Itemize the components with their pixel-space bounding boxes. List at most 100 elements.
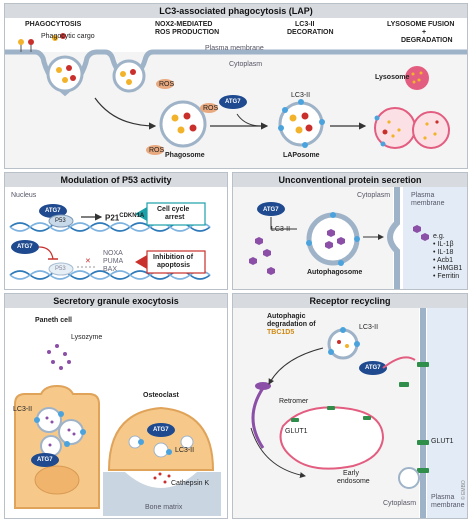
lc3-dots bbox=[278, 99, 325, 148]
label-plasma: Plasma bbox=[431, 494, 455, 501]
label-ros: ROS bbox=[149, 147, 165, 154]
label-lc3ii: LC3-II bbox=[13, 406, 33, 413]
ros-blob bbox=[156, 79, 174, 89]
panel-unconventional-secretion: Unconventional protein secretion Cytopla… bbox=[232, 172, 468, 290]
p21-text: P21 bbox=[105, 213, 120, 223]
secreted-item: • HMGB1 bbox=[433, 265, 463, 272]
nucleus bbox=[34, 465, 80, 495]
label-atg7: ATG7 bbox=[37, 457, 53, 463]
plasma-membrane bbox=[387, 187, 400, 289]
label-paneth-cell: Paneth cell bbox=[35, 317, 72, 324]
fusion-vesicle bbox=[374, 107, 416, 149]
atg7-oval bbox=[257, 202, 285, 216]
label-cytoplasm: Cytoplasm bbox=[383, 500, 417, 507]
label-cathepsin-k: Cathepsin K bbox=[171, 480, 210, 487]
label-bax: BAX bbox=[103, 266, 118, 273]
panel-title: Unconventional protein secretion bbox=[233, 173, 467, 187]
label-glut1: GLUT1 bbox=[285, 428, 308, 435]
label-membrane: membrane bbox=[411, 200, 445, 207]
label-laposome: LAPosome bbox=[283, 152, 320, 159]
label-atg7: ATG7 bbox=[263, 207, 279, 213]
label-atg7: ATG7 bbox=[225, 99, 241, 105]
label-endosome: endosome bbox=[337, 478, 370, 485]
panel-title: Secretory granule exocytosis bbox=[5, 294, 227, 308]
label-atg7: ATG7 bbox=[153, 427, 169, 433]
label-arrest: arrest bbox=[165, 214, 185, 221]
atg7-oval bbox=[359, 361, 387, 375]
label-tbc1d5: TBC1D5 bbox=[267, 329, 295, 336]
lysozyme-dots bbox=[47, 344, 71, 370]
label-cytoplasm: Cytoplasm bbox=[229, 61, 263, 68]
label-phagocytic-cargo: Phagocytic cargo bbox=[41, 33, 95, 40]
label-lysozyme: Lysozyme bbox=[71, 334, 103, 341]
label-p53: P53 bbox=[55, 266, 66, 272]
label-cytoplasm: Cytoplasm bbox=[357, 192, 391, 199]
panel-p53: Modulation of P53 activity bbox=[4, 172, 228, 290]
secretory-granule bbox=[58, 419, 84, 445]
receptor-diagram bbox=[233, 308, 467, 518]
label-plasma-membrane: Plasma membrane bbox=[205, 45, 264, 52]
panel-title: Modulation of P53 activity bbox=[5, 173, 227, 187]
label-decoration: DECORATION bbox=[287, 29, 334, 36]
label-cell-cycle: Cell cycle bbox=[157, 206, 190, 213]
svg-text:✕: ✕ bbox=[85, 258, 91, 265]
secreted-item: • Ferritin bbox=[433, 273, 460, 280]
label-membrane: membrane bbox=[431, 502, 465, 509]
label-lc3-stage: LC3-II bbox=[295, 21, 315, 28]
p53-oval bbox=[48, 214, 74, 228]
panel-title: LC3-associated phagocytosis (LAP) bbox=[5, 4, 467, 18]
p53-diagram: ✕ bbox=[9, 202, 211, 280]
label-ros: ROS bbox=[203, 105, 219, 112]
label-p21: P21CDKN1A bbox=[105, 212, 144, 223]
label-phagocytosis: PHAGOCYTOSIS bbox=[25, 21, 82, 28]
atg7-oval bbox=[39, 204, 67, 218]
panel-title: Receptor recycling bbox=[233, 294, 467, 308]
label-plasma: Plasma bbox=[411, 192, 435, 199]
secreted-item: • IL-1β bbox=[433, 241, 454, 248]
autophagosome bbox=[306, 212, 360, 266]
ros-blob bbox=[200, 103, 218, 113]
fusion-vesicle bbox=[412, 111, 450, 149]
p53-oval-faded bbox=[48, 262, 74, 276]
label-eg: e.g. bbox=[433, 233, 445, 240]
label-apoptosis: apoptosis bbox=[157, 262, 191, 269]
arrow bbox=[94, 97, 157, 130]
osteoclast-cell bbox=[107, 406, 215, 471]
label-bone-matrix: Bone matrix bbox=[145, 504, 183, 511]
ros-blob bbox=[146, 145, 164, 155]
atg7-oval bbox=[31, 453, 59, 467]
label-ros: ROS bbox=[159, 81, 175, 88]
label-noxa: NOXA bbox=[103, 250, 123, 257]
atg7-oval bbox=[147, 423, 175, 437]
label-degradation: DEGRADATION bbox=[401, 37, 453, 44]
label-plus: + bbox=[422, 29, 427, 36]
label-lc3ii: LC3-II bbox=[359, 324, 379, 331]
atg7-oval bbox=[11, 240, 39, 254]
arrow bbox=[236, 113, 262, 127]
secretory-diagram bbox=[14, 344, 221, 516]
label-degradation-of: degradation of bbox=[267, 321, 316, 328]
surface-receptors bbox=[18, 33, 66, 52]
lysosome bbox=[405, 66, 429, 90]
secretion-diagram bbox=[233, 187, 467, 289]
label-phagosome: Phagosome bbox=[165, 152, 205, 159]
p21-superscript: CDKN1A bbox=[119, 213, 145, 219]
secreted-item: • IL-18 bbox=[433, 249, 454, 256]
label-atg7: ATG7 bbox=[17, 244, 33, 250]
panel-secretory-granule: Secretory granule exocytosis Pan bbox=[4, 293, 228, 519]
atg7-oval bbox=[219, 95, 247, 109]
label-lc3ii: LC3-II bbox=[175, 447, 195, 454]
label-retromer: Retromer bbox=[279, 398, 309, 405]
label-autophagic: Autophagic bbox=[267, 313, 306, 320]
copyright: © EMBO bbox=[461, 480, 467, 500]
label-lysosome: Lysosome bbox=[375, 74, 410, 81]
label-nucleus: Nucleus bbox=[11, 192, 37, 199]
panel-receptor-recycling: Receptor recycling Autophagic bbox=[232, 293, 468, 519]
secretory-granule bbox=[36, 407, 62, 433]
label-autophagosome: Autophagosome bbox=[307, 269, 363, 276]
label-p53: P53 bbox=[55, 218, 66, 224]
label-atg7: ATG7 bbox=[45, 208, 61, 214]
secreted-item: • Acb1 bbox=[433, 257, 453, 264]
lap-diagram bbox=[5, 18, 467, 168]
